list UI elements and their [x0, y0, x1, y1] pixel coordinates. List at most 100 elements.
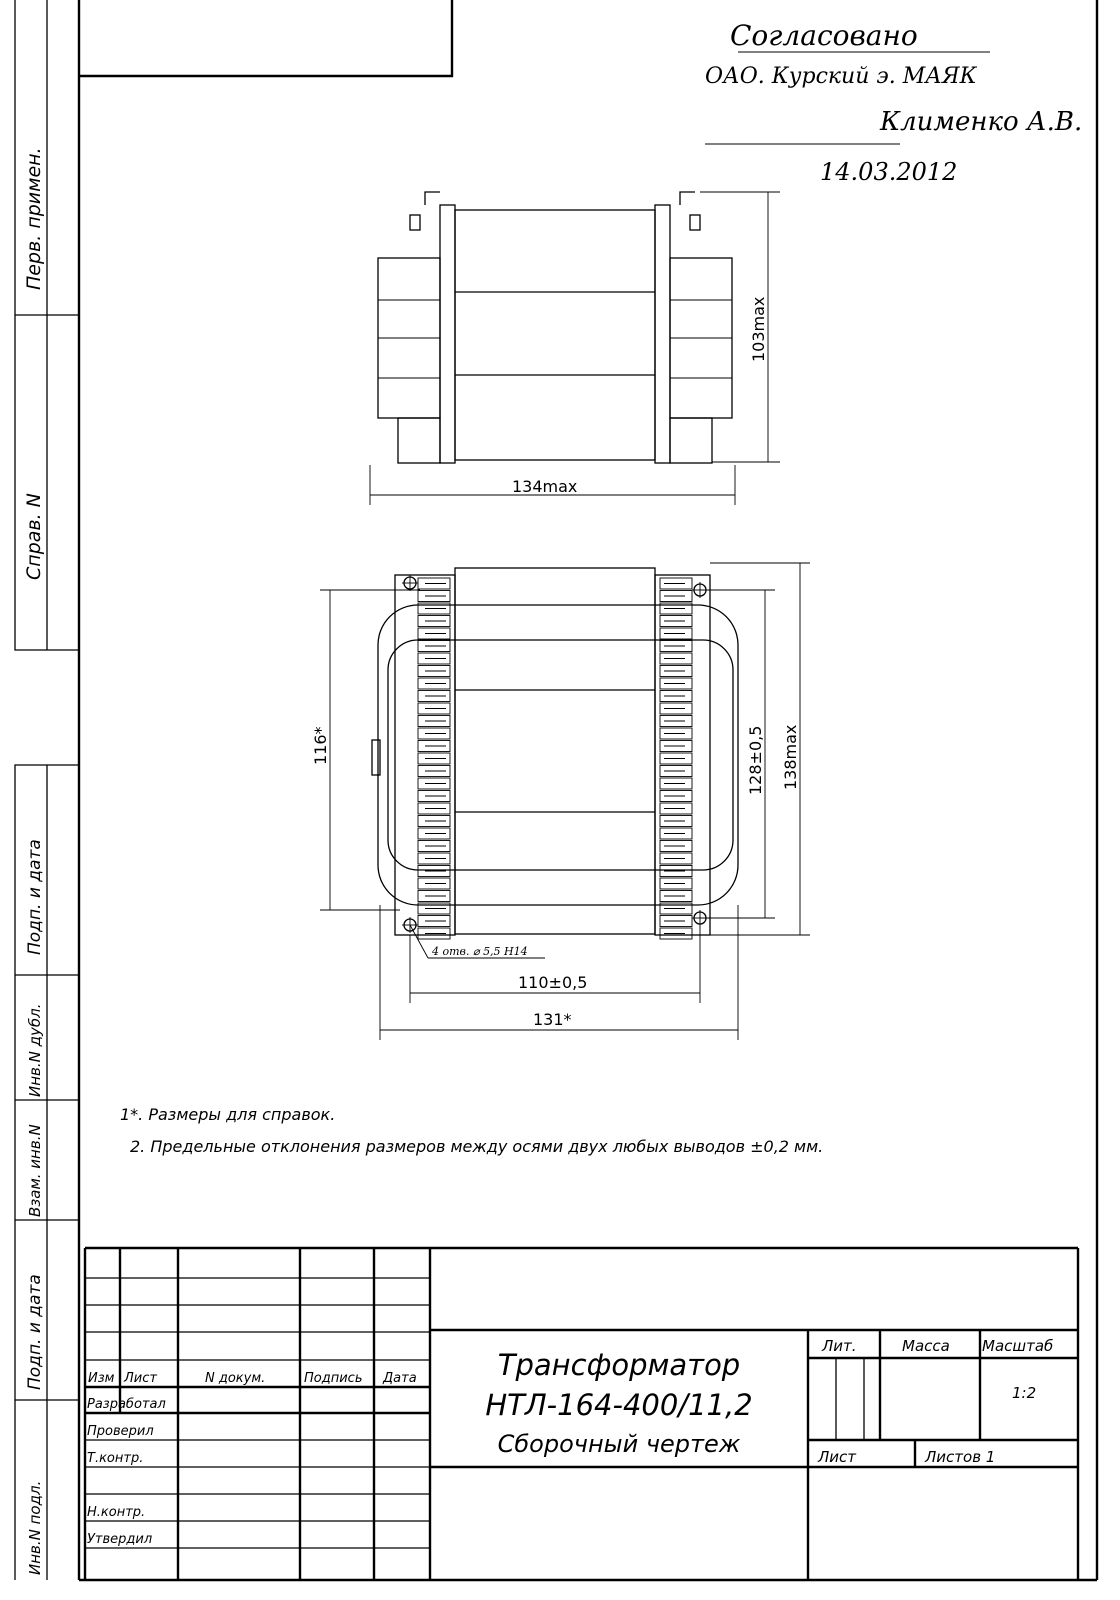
terminal-pin	[417, 615, 451, 627]
terminal-pin	[417, 815, 451, 827]
dim-pitch: 128±0,5	[746, 726, 765, 795]
terminal-pin	[417, 652, 451, 665]
terminal-pin	[417, 627, 451, 640]
terminal-pin	[659, 677, 693, 690]
terminal-pin	[659, 665, 693, 677]
terminal-pin	[659, 890, 693, 902]
note-2: 2. Предельные отклонения размеров между …	[130, 1137, 823, 1156]
side-strip: Перв. примен. Справ. N Подп. и дата Инв.…	[14, 0, 79, 1580]
role-razrab: Разработал	[87, 1397, 166, 1412]
header-izm: Изм	[88, 1371, 115, 1386]
terminal-pin	[417, 665, 451, 677]
terminal-pin	[659, 827, 693, 840]
role-prover: Проверил	[87, 1424, 154, 1439]
header-podpis: Подпись	[304, 1371, 362, 1386]
terminal-pin	[659, 715, 693, 727]
terminal-pin	[659, 765, 693, 777]
terminal-pin	[417, 927, 451, 940]
terminal-pin	[659, 702, 693, 715]
dim-height-ref: 116*	[311, 726, 330, 765]
drawing-title: Трансформатор	[498, 1348, 740, 1382]
approval-name: Клименко А.В.	[879, 107, 1082, 137]
terminal-pin	[417, 715, 451, 727]
side-label-podp-data: Подп. и дата	[25, 839, 45, 955]
terminal-pin	[659, 602, 693, 615]
terminal-pin	[417, 802, 451, 815]
terminal-pin	[659, 927, 693, 940]
side-label-perv-primen: Перв. примен.	[23, 147, 45, 290]
role-n-kontr: Н.контр.	[87, 1505, 145, 1520]
note-1: 1*. Размеры для справок.	[120, 1105, 335, 1124]
dim-hole-spacing: 110±0,5	[518, 973, 587, 992]
side-label-podp-data-2: Подп. и дата	[25, 1274, 45, 1390]
listov-label: Листов 1	[924, 1448, 995, 1466]
terminal-pin	[659, 615, 693, 627]
dim-top-height: 103max	[749, 297, 768, 362]
dim-width-ref: 131*	[533, 1010, 572, 1029]
side-label-inv-podl: Инв.N подл.	[26, 1481, 44, 1575]
terminal-pin	[659, 877, 693, 890]
terminal-pin	[417, 602, 451, 615]
transformer-top-view: 116* 128±0,5 138max 4 отв. ⌀ 5,5 H14 110…	[311, 562, 810, 1040]
terminal-pin	[659, 652, 693, 665]
terminal-pin	[659, 865, 693, 877]
terminal-pin	[417, 677, 451, 690]
terminal-pin	[417, 727, 451, 740]
terminal-pin	[659, 627, 693, 640]
lit-label: Лит.	[821, 1337, 857, 1355]
terminal-pin	[417, 740, 451, 752]
terminal-pin	[659, 815, 693, 827]
terminal-pin	[659, 840, 693, 852]
terminal-pin	[659, 640, 693, 652]
terminal-pin	[659, 690, 693, 702]
masshtab-value: 1:2	[1012, 1384, 1036, 1402]
role-t-kontr: Т.контр.	[87, 1451, 143, 1466]
terminal-pin	[417, 915, 451, 927]
terminal-strip-right	[659, 577, 693, 940]
header-n-dokum: N докум.	[205, 1371, 265, 1386]
terminal-pin	[417, 640, 451, 652]
terminal-pin	[417, 777, 451, 790]
title-block: Изм Лист N докум. Подпись Дата Разработа…	[83, 1246, 1080, 1580]
drawing-frame	[77, 0, 1099, 1582]
side-label-inv-dubl: Инв.N дубл.	[26, 1004, 44, 1097]
terminal-pin	[659, 590, 693, 602]
transformer-side-view: 134max 103max	[369, 191, 780, 505]
terminal-pin	[659, 777, 693, 790]
terminal-pin	[659, 727, 693, 740]
terminal-pin	[659, 740, 693, 752]
drawing-type: Сборочный чертеж	[498, 1430, 741, 1458]
approval-company: ОАО. Курский э. МАЯК	[705, 64, 978, 89]
side-label-sprav-n: Справ. N	[23, 493, 45, 580]
terminal-pin	[417, 790, 451, 802]
drawing-designation: НТЛ-164-400/11,2	[485, 1388, 752, 1422]
approval-signature: Согласовано ОАО. Курский э. МАЯК Клименк…	[705, 19, 1082, 186]
terminal-pin	[659, 790, 693, 802]
terminal-pin	[417, 690, 451, 702]
list-label: Лист	[817, 1448, 857, 1466]
header-data: Дата	[382, 1371, 417, 1386]
terminal-pin	[417, 765, 451, 777]
header-list: Лист	[123, 1371, 157, 1386]
dim-height-max: 138max	[781, 725, 800, 790]
terminal-pin	[417, 577, 451, 590]
terminal-pin	[417, 877, 451, 890]
terminal-pin	[659, 915, 693, 927]
terminal-pin	[659, 902, 693, 915]
terminal-pin	[659, 577, 693, 590]
terminal-pin	[417, 590, 451, 602]
terminal-pin	[417, 827, 451, 840]
dim-top-width: 134max	[512, 477, 577, 496]
massa-label: Масса	[902, 1337, 950, 1355]
mounting-hole-icon	[402, 575, 418, 591]
terminal-pin	[659, 852, 693, 865]
masshtab-label: Масштаб	[982, 1337, 1053, 1355]
terminal-pin	[659, 802, 693, 815]
dim-holes: 4 отв. ⌀ 5,5 H14	[431, 945, 528, 958]
terminal-pin	[417, 702, 451, 715]
terminal-pin	[417, 852, 451, 865]
terminal-pin	[417, 840, 451, 852]
terminal-pin	[417, 902, 451, 915]
approval-title: Согласовано	[730, 19, 918, 52]
